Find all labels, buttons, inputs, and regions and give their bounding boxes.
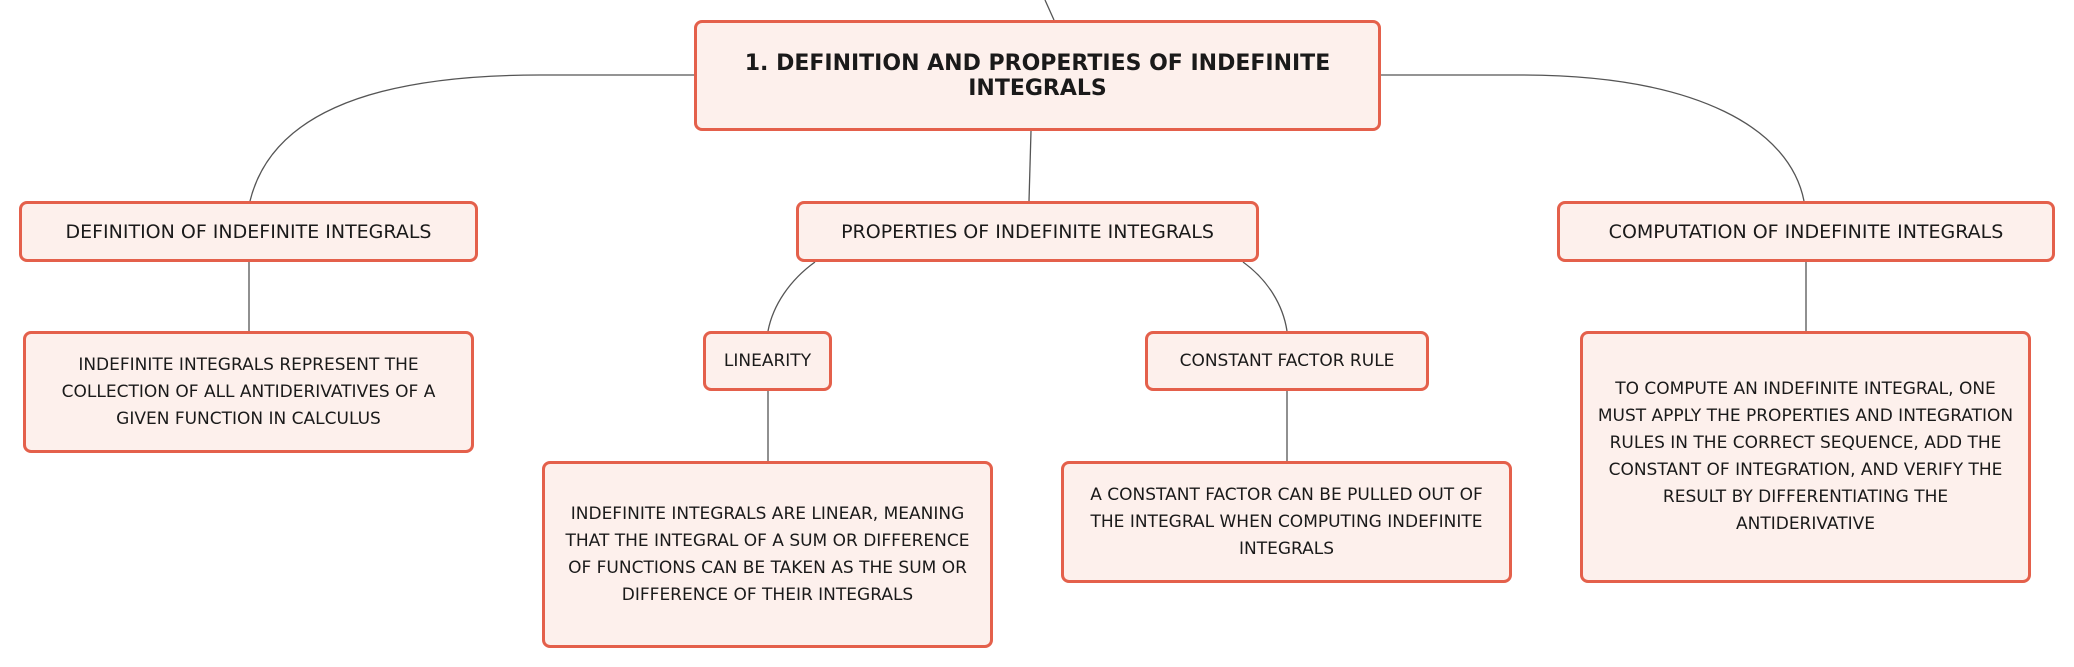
root-topic[interactable]: 1. DEFINITION AND PROPERTIES OF INDEFINI… xyxy=(694,20,1381,131)
edge-properties-constant xyxy=(1242,261,1288,332)
edge-root-properties xyxy=(1028,130,1032,202)
computation-detail-text: TO COMPUTE AN INDEFINITE INTEGRAL, ONE M… xyxy=(1597,379,2014,534)
edge-to-parent xyxy=(1044,0,1055,21)
linearity-detail-text: INDEFINITE INTEGRALS ARE LINEAR, MEANING… xyxy=(565,503,970,605)
computation-detail[interactable]: TO COMPUTE AN INDEFINITE INTEGRAL, ONE M… xyxy=(1580,331,2031,583)
subtopic-constant-factor-rule-label: CONSTANT FACTOR RULE xyxy=(1179,351,1395,371)
branch-computation-label: COMPUTATION OF INDEFINITE INTEGRALS xyxy=(1608,220,2004,243)
edge-root-computation xyxy=(1380,74,1805,202)
definition-detail[interactable]: INDEFINITE INTEGRALS REPRESENT THE COLLE… xyxy=(23,331,474,453)
edge-properties-linearity xyxy=(767,261,816,332)
branch-properties[interactable]: PROPERTIES OF INDEFINITE INTEGRALS xyxy=(796,201,1259,262)
constant-factor-detail[interactable]: A CONSTANT FACTOR CAN BE PULLED OUT OF T… xyxy=(1061,461,1512,583)
subtopic-constant-factor-rule[interactable]: CONSTANT FACTOR RULE xyxy=(1145,331,1429,391)
linearity-detail[interactable]: INDEFINITE INTEGRALS ARE LINEAR, MEANING… xyxy=(542,461,993,648)
subtopic-linearity-label: LINEARITY xyxy=(723,351,812,371)
branch-definition-label: DEFINITION OF INDEFINITE INTEGRALS xyxy=(65,220,432,243)
branch-computation[interactable]: COMPUTATION OF INDEFINITE INTEGRALS xyxy=(1557,201,2055,262)
edge-root-definition xyxy=(249,74,697,202)
branch-properties-label: PROPERTIES OF INDEFINITE INTEGRALS xyxy=(841,220,1214,243)
branch-definition[interactable]: DEFINITION OF INDEFINITE INTEGRALS xyxy=(19,201,478,262)
root-topic-label: 1. DEFINITION AND PROPERTIES OF INDEFINI… xyxy=(744,50,1331,101)
constant-factor-detail-text: A CONSTANT FACTOR CAN BE PULLED OUT OF T… xyxy=(1090,484,1483,559)
subtopic-linearity[interactable]: LINEARITY xyxy=(703,331,832,391)
definition-detail-text: INDEFINITE INTEGRALS REPRESENT THE COLLE… xyxy=(61,354,436,429)
